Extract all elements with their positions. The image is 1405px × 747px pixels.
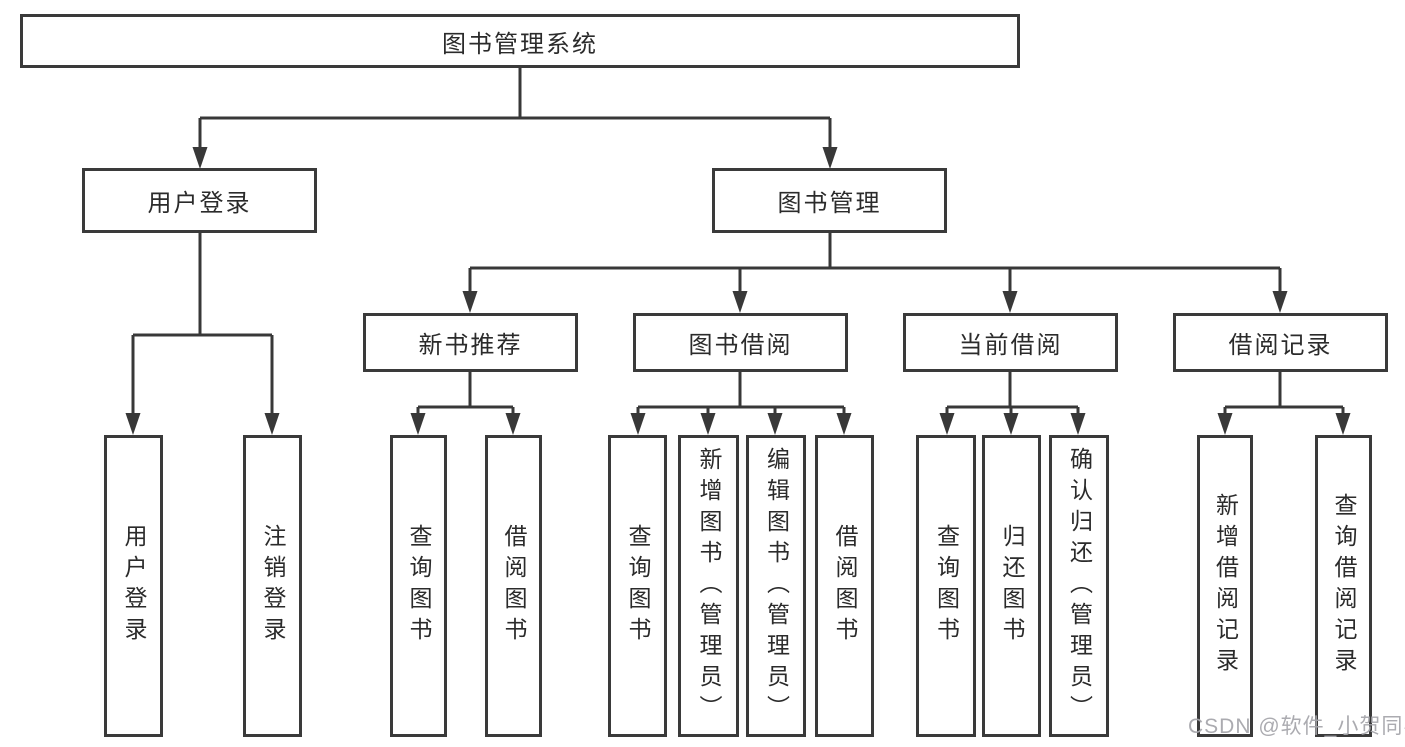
leaf-recommend-borrow-books: 借阅图书 — [485, 435, 542, 737]
node-library-management-system: 图书管理系统 — [20, 14, 1020, 68]
leaf-recommend-query-books: 查询图书 — [390, 435, 447, 737]
node-book-management: 图书管理 — [712, 168, 947, 233]
leaf-add-borrow-record: 新增借阅记录 — [1197, 435, 1253, 737]
node-book-borrowing: 图书借阅 — [633, 313, 848, 372]
node-current-borrowing: 当前借阅 — [903, 313, 1118, 372]
leaf-logout: 注销登录 — [243, 435, 302, 737]
leaf-borrowing-query-books: 查询图书 — [608, 435, 667, 737]
leaf-add-books-admin: 新增图书（管理员） — [678, 435, 739, 737]
node-borrowing-records: 借阅记录 — [1173, 313, 1388, 372]
leaf-query-borrow-record: 查询借阅记录 — [1315, 435, 1372, 737]
node-user-login: 用户登录 — [82, 168, 317, 233]
watermark-csdn: CSDN @软件_小贺同学 — [1188, 715, 1405, 738]
leaf-edit-books-admin: 编辑图书（管理员） — [746, 435, 806, 737]
leaf-user-login: 用户登录 — [104, 435, 163, 737]
leaf-confirm-return-admin: 确认归还（管理员） — [1049, 435, 1109, 737]
node-new-book-recommend: 新书推荐 — [363, 313, 578, 372]
leaf-current-query-books: 查询图书 — [916, 435, 976, 737]
leaf-borrowing-borrow-books: 借阅图书 — [815, 435, 874, 737]
leaf-return-books: 归还图书 — [982, 435, 1041, 737]
arrowheads — [125, 147, 1351, 435]
